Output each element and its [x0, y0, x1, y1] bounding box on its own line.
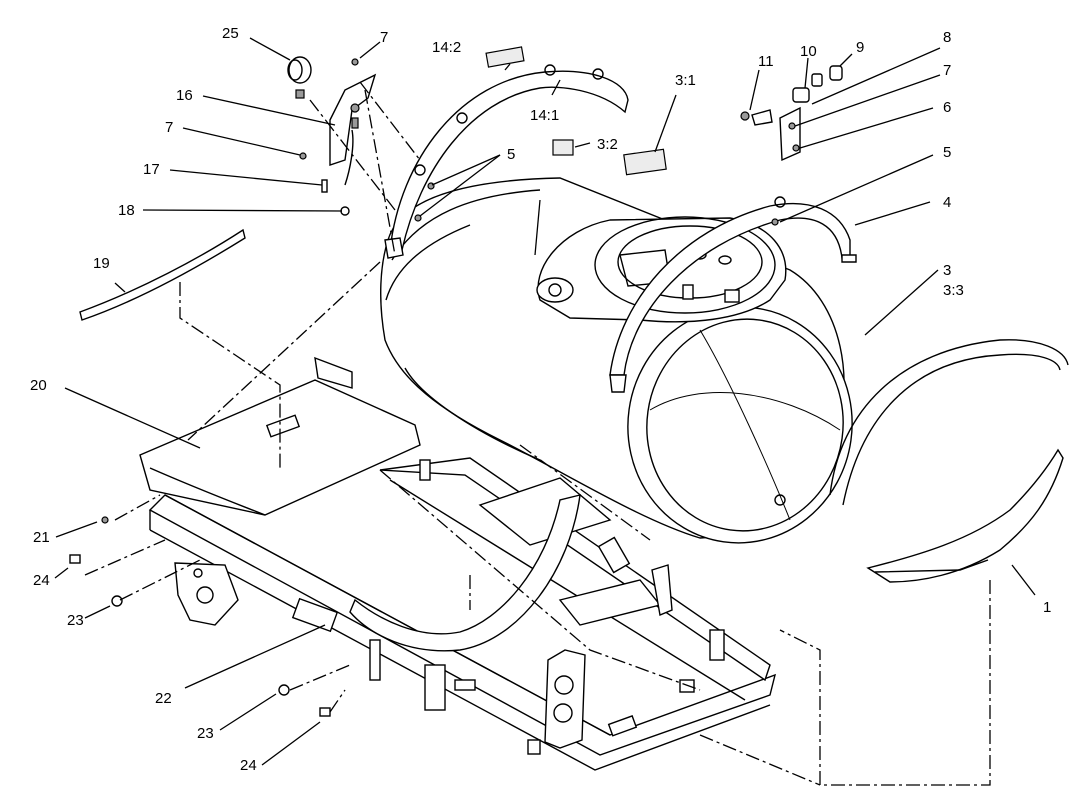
leader-lines [54, 37, 1036, 766]
callout-9: 9 [856, 39, 864, 56]
fender [829, 339, 1069, 583]
nut-5-b [414, 214, 422, 222]
callout-23-left: 23 [67, 612, 84, 629]
callout-7-top: 7 [380, 29, 388, 46]
callout-1: 1 [1043, 599, 1051, 616]
callout-labels: 1 3 3:3 3:1 3:2 4 5 5 6 7 7 7 8 9 10 11 … [30, 25, 1051, 774]
callout-11: 11 [758, 53, 774, 70]
callout-21: 21 [33, 529, 50, 546]
callout-24-bottom: 24 [240, 757, 257, 774]
decals [485, 46, 667, 176]
callout-20: 20 [30, 377, 47, 394]
callout-6: 6 [943, 99, 951, 116]
callout-23-bottom: 23 [197, 725, 214, 742]
callout-5-right: 5 [943, 144, 951, 161]
callout-10: 10 [800, 43, 817, 60]
callout-22: 22 [155, 690, 172, 707]
callout-19: 19 [93, 255, 110, 272]
assembly-centerlines [84, 81, 991, 786]
callout-3-3: 3:3 [943, 282, 964, 299]
callout-24-left: 24 [33, 572, 50, 589]
callout-16: 16 [176, 87, 193, 104]
strap-22 [349, 494, 581, 652]
nut-5-c [771, 218, 779, 226]
callout-3-1: 3:1 [675, 72, 696, 89]
frame [148, 457, 776, 771]
callout-14-2: 14:2 [432, 39, 461, 56]
nut-7-left [299, 152, 307, 160]
callout-3: 3 [943, 262, 951, 279]
fitting-assembly [740, 65, 843, 162]
callout-7-left: 7 [165, 119, 173, 136]
callout-7-right: 7 [943, 62, 951, 79]
sight-gauge [287, 56, 312, 99]
front-strap [609, 196, 857, 393]
washer-18 [340, 206, 350, 216]
callout-8: 8 [943, 29, 951, 46]
callout-18: 18 [118, 202, 135, 219]
callout-3-2: 3:2 [597, 136, 618, 153]
bracket-16 [329, 73, 377, 186]
shield-strip [79, 228, 246, 321]
hardware-21-24 [69, 516, 331, 717]
nut-7-top [351, 58, 359, 66]
callout-25: 25 [222, 25, 239, 42]
callout-5-left: 5 [507, 146, 515, 163]
callout-4: 4 [943, 194, 951, 211]
callout-17: 17 [143, 161, 160, 178]
bolt-17 [321, 179, 328, 193]
callout-14-1: 14:1 [530, 107, 559, 124]
